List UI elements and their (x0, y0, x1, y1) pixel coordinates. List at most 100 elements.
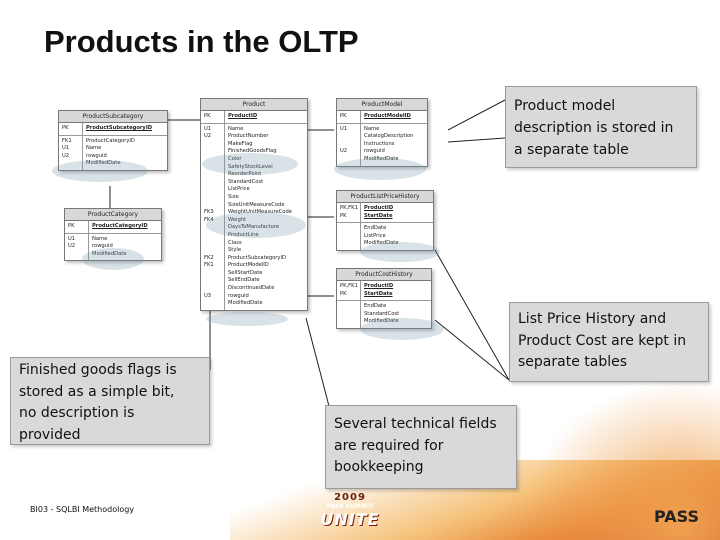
logo-tagline: UNITE (320, 510, 380, 529)
highlight-ellipse (334, 158, 426, 180)
column-name: SafetyStockLevel (228, 163, 273, 170)
callout-pointer-line (447, 137, 506, 143)
highlight-ellipse (206, 312, 288, 326)
column-name: rowguid (228, 292, 249, 299)
column-name: rowguid (92, 243, 113, 250)
key-label (204, 270, 221, 278)
entity-title: ProductCategory (65, 209, 161, 221)
key-label: FK1 (62, 137, 72, 144)
pass-logo: PASS (654, 507, 699, 526)
column-name: Class (228, 239, 242, 246)
column-name: DaysToManufacture (228, 224, 280, 231)
column-name: ModifiedDate (86, 160, 121, 167)
column-name: ProductID (228, 113, 258, 119)
entity-title: ProductSubcategory (59, 111, 167, 123)
callout-technical-fields: Several technical fields are required fo… (325, 405, 517, 489)
column-name: ProductSubcategoryID (86, 125, 153, 131)
column-name: ProductCategoryID (92, 223, 148, 229)
column-name: Name (364, 125, 380, 132)
column-name: Weight (228, 216, 247, 223)
highlight-ellipse (360, 242, 440, 262)
key-label: FK4 (204, 216, 214, 223)
highlight-ellipse (206, 212, 306, 238)
column-name: ModifiedDate (92, 250, 127, 257)
entity-product-model: ProductModel PK ProductModelID U1 U2 Nam… (336, 98, 428, 167)
key-label (204, 186, 221, 194)
callout-pointer-line (434, 249, 510, 381)
callout-product-model: Product model description is stored in a… (505, 86, 697, 168)
key-label: PK,FK1 (340, 283, 358, 289)
column-name: StandardCost (228, 178, 264, 185)
column-name: StandardCost (364, 310, 400, 317)
event-logo: 2009 PASS SUMMIT UNITE (305, 492, 395, 529)
column-name: rowguid (86, 152, 107, 159)
callout-finished-goods: Finished goods flags is stored as a simp… (10, 357, 210, 445)
key-label: FK1 (204, 262, 214, 269)
column-name: SellEndDate (228, 277, 260, 284)
highlight-ellipse (202, 153, 298, 175)
entity-title: Product (201, 99, 307, 111)
column-name: ModifiedDate (228, 300, 263, 307)
callout-pointer-line (305, 317, 331, 411)
column-name: ModifiedDate (364, 155, 399, 162)
column-name: ProductCategoryID (86, 137, 135, 144)
column-name: ListPrice (364, 232, 386, 239)
key-label (204, 141, 221, 149)
logo-event: PASS SUMMIT (326, 503, 374, 510)
key-label: PK (68, 223, 75, 229)
key-label: PK (62, 125, 69, 131)
key-label: PK (340, 113, 347, 119)
logo-year: 2009 (334, 492, 366, 503)
column-name: WeightUnitMeasureCode (228, 209, 292, 216)
column-name: DiscontinuedDate (228, 285, 275, 292)
column-name: ProductSubcategoryID (228, 254, 287, 261)
key-label (204, 179, 221, 187)
key-label (204, 247, 221, 255)
key-label: PK (340, 212, 347, 219)
key-label: U3 (204, 292, 212, 299)
key-label: U1 (340, 125, 348, 132)
callout-text: Finished goods flags is stored as a simp… (19, 362, 177, 443)
key-label (204, 240, 221, 248)
column-name: EndDate (364, 303, 387, 310)
entity-product-category: ProductCategory PK ProductCategoryID U1 … (64, 208, 162, 262)
entity-title: ProductModel (337, 99, 427, 111)
column-name: ModifiedDate (364, 318, 399, 325)
column-name: Name (86, 145, 102, 152)
column-name: ProductID (364, 205, 394, 211)
highlight-ellipse (360, 318, 444, 340)
highlight-ellipse (82, 248, 144, 270)
column-name: Instructions (364, 140, 395, 147)
column-name: Color (228, 155, 242, 162)
entity-product-list-price-history: ProductListPriceHistory PK,FK1 PK Produc… (336, 190, 434, 251)
key-label: FK3 (204, 209, 214, 216)
entity-title: ProductCostHistory (337, 269, 431, 281)
column-name: ProductModelID (228, 262, 269, 269)
decorative-glow (520, 380, 720, 540)
key-label (340, 141, 357, 149)
callout-pointer-line (434, 319, 510, 381)
key-label (340, 133, 357, 141)
column-name: ModifiedDate (364, 240, 399, 247)
key-label: U1 (62, 145, 70, 152)
key-label: PK,FK1 (340, 205, 358, 211)
key-label: FK2 (204, 254, 214, 261)
column-name: SizeUnitMeasureCode (228, 201, 285, 208)
column-name: ReorderPoint (228, 171, 262, 178)
column-name: StartDate (364, 290, 393, 297)
key-label (204, 285, 221, 293)
column-name: Size (228, 193, 239, 200)
column-name: StartDate (364, 212, 393, 219)
key-label: U2 (204, 133, 212, 140)
key-label (204, 194, 221, 202)
callout-text: List Price History and Product Cost are … (518, 311, 687, 370)
key-label: U1 (68, 235, 76, 242)
key-label: U1 (204, 125, 212, 132)
key-label: PK (340, 290, 347, 297)
column-name: SellStartDate (228, 269, 263, 276)
entity-product-cost-history: ProductCostHistory PK,FK1 PK ProductID S… (336, 268, 432, 329)
column-name: ProductLine (228, 231, 259, 238)
column-name: MakeFlag (228, 140, 253, 147)
